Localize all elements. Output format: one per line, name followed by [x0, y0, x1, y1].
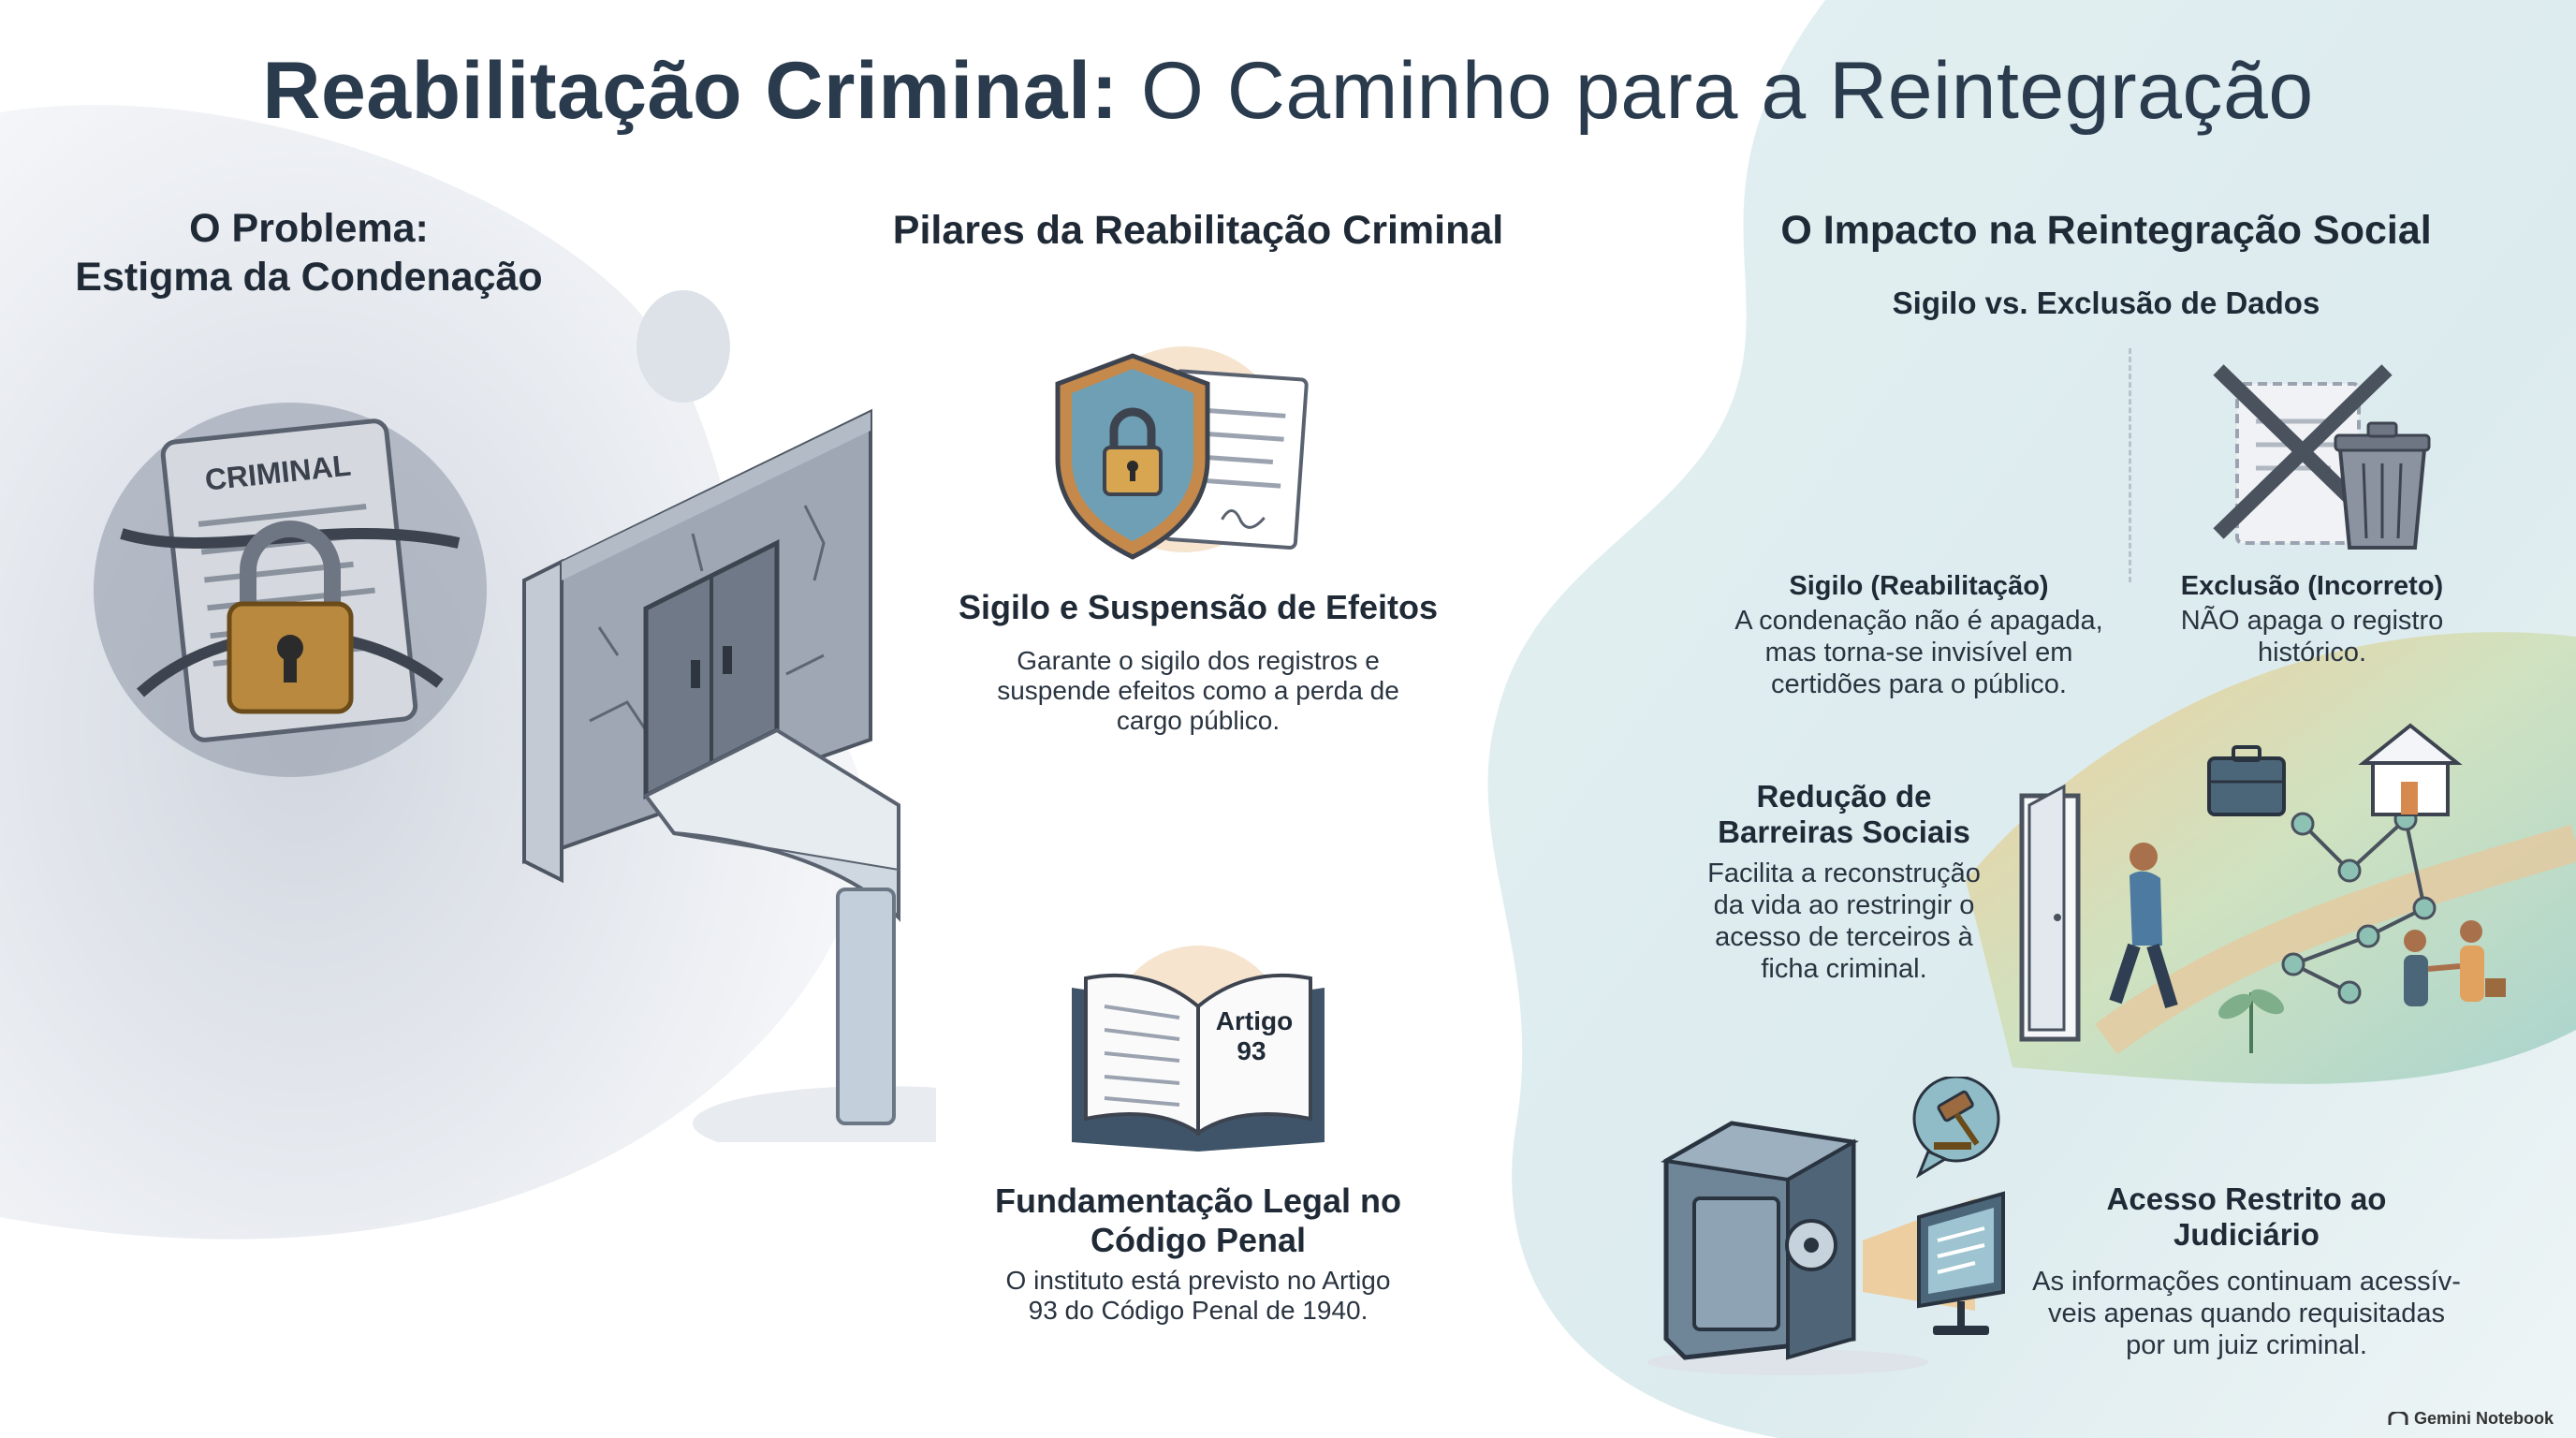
title-bold: Reabilitação Criminal:: [262, 46, 1119, 136]
briefcase-icon: [2207, 745, 2286, 816]
exclusao-text-line: histórico.: [2257, 638, 2367, 668]
pillar-legal-title-line: Fundamentação Legal no: [994, 1181, 1402, 1220]
shield-document-icon: [1055, 346, 1309, 560]
sigilo-text-line: A condenação não é apagada,: [1734, 606, 2103, 636]
page-title: Reabilitação Criminal: O Caminho para a …: [0, 45, 2576, 138]
impact-subheading: Sigilo vs. Exclusão de Dados: [1892, 286, 2320, 320]
gavel-bubble-icon: [1912, 1077, 2000, 1179]
handshake-people-icon: [2404, 920, 2506, 1006]
reintegration-path-icon: [2019, 723, 2506, 1053]
exclusao-text-line: NÃO apaga o registro: [2180, 606, 2444, 636]
title-light: O Caminho para a Reintegração: [1141, 46, 2314, 136]
sigilo-text-line: certidões para o público.: [1771, 669, 2067, 699]
sigilo-text-line: mas torna-se invisível em: [1764, 638, 2073, 668]
comparison-divider: [2129, 348, 2131, 582]
sigilo-text: A condenação não é apagada, mas torna-se…: [1713, 605, 2125, 700]
safe-gavel-monitor-icon: [1647, 1077, 2005, 1375]
barreiras-text-line: acesso de terceiros à: [1715, 922, 1973, 952]
barreiras-text-line: Facilita a reconstrução: [1707, 858, 1981, 888]
plant-icon: [2217, 989, 2285, 1053]
open-book-icon: Artigo 93: [1072, 946, 1325, 1152]
notebook-logo-icon: [2388, 1411, 2408, 1425]
barreiras-title: Redução de Barreiras Sociais: [1685, 779, 2003, 850]
pillar-legal-text-line: 93 do Código Penal de 1940.: [1028, 1296, 1368, 1325]
pillar-sigilo-text: Garante o sigilo dos registros e suspend…: [917, 646, 1479, 736]
acesso-title-line: Judiciário: [2174, 1217, 2320, 1252]
book-label-line1: Artigo: [1216, 1006, 1293, 1035]
footer-brand: Gemini Notebook: [2388, 1409, 2554, 1429]
pillar-sigilo-text-line: suspende efeitos como a perda de: [997, 676, 1399, 705]
pillar-sigilo-text-line: Garante o sigilo dos registros e: [1017, 646, 1380, 675]
problem-heading: O Problema: Estigma da Condenação: [56, 204, 562, 301]
impact-heading: O Impacto na Reintegração Social: [1780, 208, 2432, 253]
exclusao-text: NÃO apaga o registro histórico.: [2153, 605, 2471, 668]
monitor-icon: [1917, 1191, 2005, 1335]
acesso-text-line: veis apenas quando requisitadas: [2047, 1299, 2446, 1328]
wall-door-bridge-icon: [522, 408, 936, 1142]
delete-trash-icon: [2213, 364, 2431, 550]
sigilo-title: Sigilo (Reabilitação): [1789, 571, 2049, 601]
barreiras-text-line: da vida ao restringir o: [1713, 890, 1975, 920]
acesso-text-line: por um juiz criminal.: [2126, 1330, 2367, 1360]
pillar-sigilo-text-line: cargo público.: [1116, 706, 1281, 735]
pillar-legal-text: O instituto está previsto no Artigo 93 d…: [917, 1266, 1479, 1326]
acesso-text-line: As informações continuam acessív-: [2032, 1267, 2461, 1297]
footer-brand-text: Gemini Notebook: [2413, 1409, 2554, 1428]
pillars-heading: Pilares da Reabilitação Criminal: [892, 208, 1504, 253]
acesso-text: As informações continuam acessív- veis a…: [1984, 1266, 2509, 1361]
chained-document-icon: CRIMINAL: [94, 403, 487, 777]
pillar-sigilo-title: Sigilo e Suspensão de Efeitos: [958, 588, 1439, 626]
walking-person-icon: [2109, 843, 2178, 1009]
problem-heading-line2: Estigma da Condenação: [75, 255, 543, 300]
book-label-line2: 93: [1237, 1036, 1266, 1065]
barreiras-text: Facilita a reconstrução da vida ao restr…: [1685, 858, 2003, 985]
pillar-legal-title-line: Código Penal: [1090, 1221, 1306, 1259]
pillar-legal-text-line: O instituto está previsto no Artigo: [1005, 1266, 1391, 1295]
problem-heading-line1: O Problema:: [189, 206, 429, 251]
house-icon: [2358, 723, 2463, 816]
exclusao-title: Exclusão (Incorreto): [2180, 571, 2444, 601]
pillar-legal-title: Fundamentação Legal no Código Penal: [917, 1181, 1479, 1260]
acesso-title: Acesso Restrito ao Judiciário: [2012, 1181, 2481, 1253]
barreiras-title-line: Redução de: [1756, 779, 1932, 814]
barreiras-title-line: Barreiras Sociais: [1718, 814, 1970, 849]
acesso-title-line: Acesso Restrito ao: [2106, 1181, 2387, 1216]
safe-icon: [1661, 1121, 1859, 1360]
barreiras-text-line: ficha criminal.: [1761, 954, 1927, 984]
